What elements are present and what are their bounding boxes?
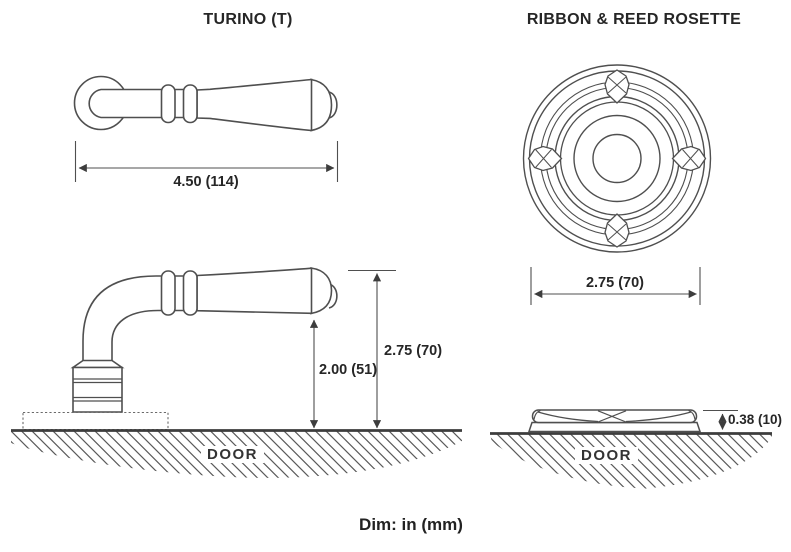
rosette-thickness-dim-label: 0.38 (10) [728, 412, 783, 427]
door-label-left: DOOR [201, 446, 264, 463]
rosette-thickness-dimension [703, 409, 738, 430]
lever-overall-height-dimension [348, 269, 396, 429]
footer-dim-note: Dim: in (mm) [359, 515, 463, 534]
rosette-footprint-outline [22, 411, 169, 431]
lever-top-view-drawing [73, 75, 338, 132]
rosette-side-view-drawing [527, 409, 702, 433]
rosette-title: RIBBON & REED ROSETTE [526, 11, 742, 28]
lever-side-view-drawing [70, 267, 338, 413]
door-label-right: DOOR [575, 447, 638, 464]
lever-length-dim-label: 4.50 (114) [173, 174, 239, 190]
rosette-diameter-dimension [530, 267, 701, 305]
lever-overall-height-dim-label: 2.75 (70) [384, 343, 443, 359]
lever-length-dimension [74, 141, 339, 182]
lever-title: TURINO (T) [203, 11, 293, 28]
lever-grip-height-dim-label: 2.00 (51) [319, 362, 378, 378]
rosette-front-view-drawing [522, 64, 712, 253]
rosette-diameter-dim-label: 2.75 (70) [585, 275, 645, 291]
ribbon-crossing-ornaments [527, 69, 707, 248]
